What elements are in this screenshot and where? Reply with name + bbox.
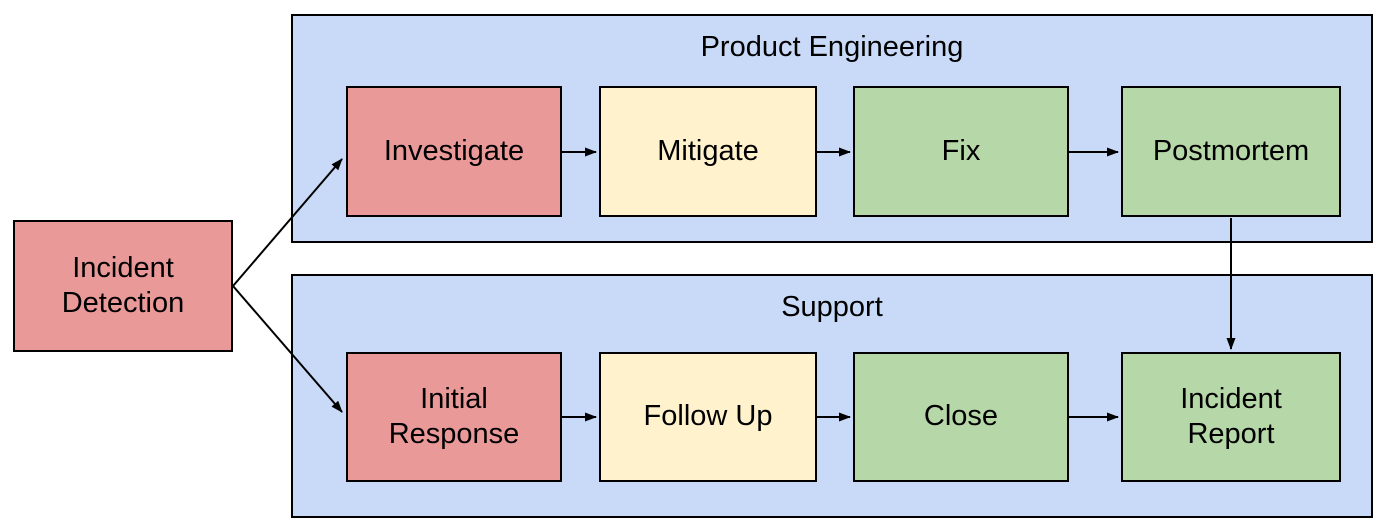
node-postmortem: Postmortem bbox=[1121, 86, 1341, 217]
node-mitigate: Mitigate bbox=[599, 86, 817, 217]
node-incident-report: Incident Report bbox=[1121, 352, 1341, 482]
node-fix: Fix bbox=[853, 86, 1069, 217]
node-follow-up: Follow Up bbox=[599, 352, 817, 482]
node-initial-response: Initial Response bbox=[346, 352, 562, 482]
lane-title-product-engineering: Product Engineering bbox=[700, 31, 964, 63]
node-close: Close bbox=[853, 352, 1069, 482]
node-incident-detection: Incident Detection bbox=[13, 220, 233, 352]
lane-title-support: Support bbox=[781, 291, 883, 323]
node-investigate: Investigate bbox=[346, 86, 562, 217]
